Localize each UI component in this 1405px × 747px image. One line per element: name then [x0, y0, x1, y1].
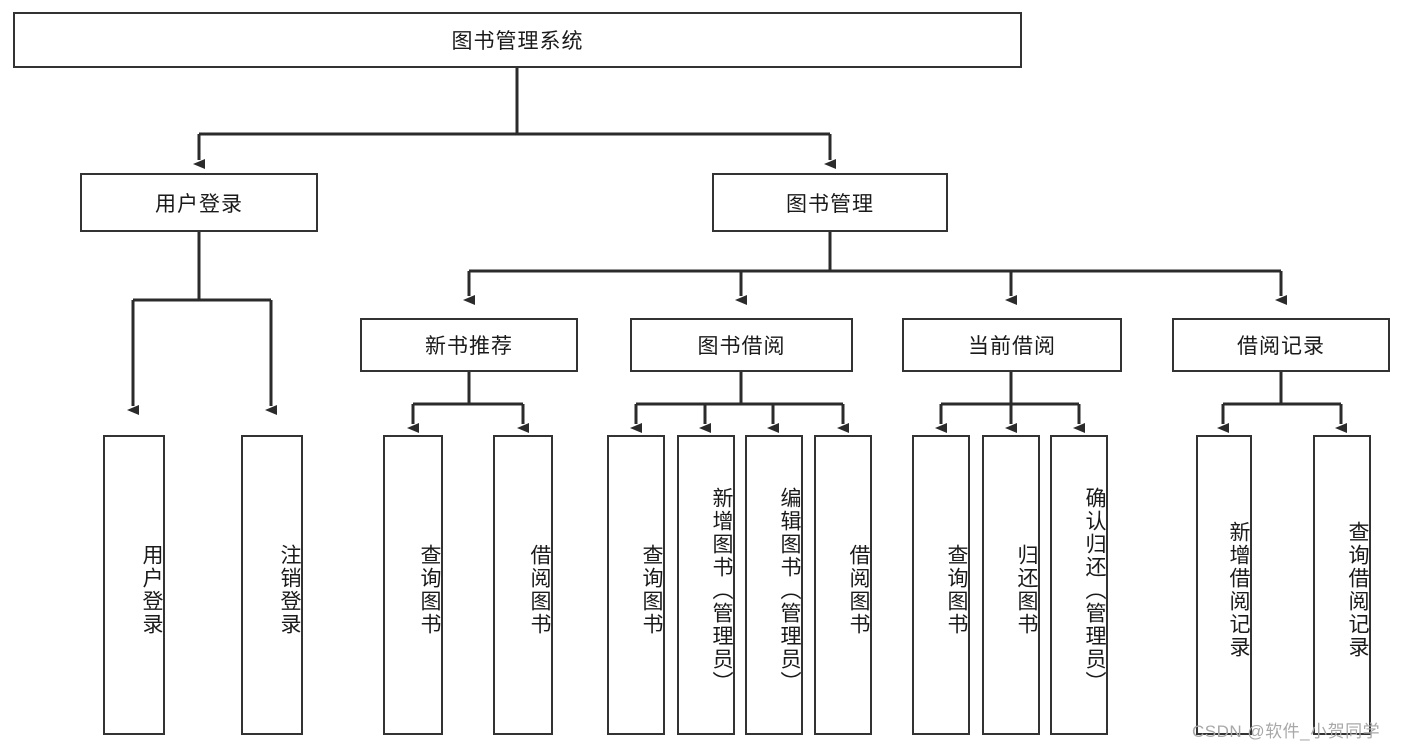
node-leaf-borrow-book-1[interactable]: 借阅图书 [493, 435, 553, 735]
node-root-label: 图书管理系统 [451, 30, 584, 53]
node-root[interactable]: 图书管理系统 [13, 12, 1022, 68]
node-borrow-record[interactable]: 借阅记录 [1172, 318, 1390, 372]
node-leaf-query-record-label: 查询借阅记录 [1346, 521, 1369, 659]
node-leaf-confirm-return[interactable]: 确认归还（管理员） [1050, 435, 1108, 735]
node-leaf-query-book-2-label: 查询图书 [640, 544, 663, 636]
node-borrow-record-label: 借阅记录 [1237, 335, 1325, 358]
node-leaf-logout-login[interactable]: 注销登录 [241, 435, 303, 735]
node-leaf-borrow-book-2[interactable]: 借阅图书 [814, 435, 872, 735]
node-leaf-return-book-label: 归还图书 [1015, 544, 1038, 636]
node-leaf-query-record[interactable]: 查询借阅记录 [1313, 435, 1371, 735]
node-leaf-add-record-label: 新增借阅记录 [1227, 521, 1250, 659]
node-leaf-edit-book-label: 编辑图书（管理员） [778, 486, 801, 694]
node-leaf-borrow-book-1-label: 借阅图书 [528, 544, 551, 636]
node-leaf-query-book-3-label: 查询图书 [945, 544, 968, 636]
node-leaf-query-book-2[interactable]: 查询图书 [607, 435, 665, 735]
node-book-borrow-label: 图书借阅 [697, 335, 786, 358]
node-leaf-edit-book[interactable]: 编辑图书（管理员） [745, 435, 803, 735]
node-new-book-recommend[interactable]: 新书推荐 [360, 318, 578, 372]
node-leaf-user-login-label: 用户登录 [140, 544, 163, 636]
node-book-management-label: 图书管理 [786, 192, 874, 216]
node-leaf-user-login[interactable]: 用户登录 [103, 435, 165, 735]
node-user-login[interactable]: 用户登录 [80, 173, 318, 232]
node-leaf-borrow-book-2-label: 借阅图书 [847, 544, 870, 636]
node-leaf-return-book[interactable]: 归还图书 [982, 435, 1040, 735]
node-leaf-add-book[interactable]: 新增图书（管理员） [677, 435, 735, 735]
node-leaf-confirm-return-label: 确认归还（管理员） [1083, 486, 1106, 694]
node-leaf-query-book-1-label: 查询图书 [418, 544, 441, 636]
node-user-login-label: 用户登录 [155, 192, 243, 216]
node-current-borrow[interactable]: 当前借阅 [902, 318, 1122, 372]
node-leaf-query-book-3[interactable]: 查询图书 [912, 435, 970, 735]
node-new-book-recommend-label: 新书推荐 [425, 335, 513, 358]
node-current-borrow-label: 当前借阅 [968, 335, 1056, 358]
node-leaf-add-record[interactable]: 新增借阅记录 [1196, 435, 1252, 735]
node-leaf-add-book-label: 新增图书（管理员） [710, 486, 733, 694]
csdn-watermark: CSDN @软件_小贺同学 [1192, 722, 1381, 741]
node-leaf-query-book-1[interactable]: 查询图书 [383, 435, 443, 735]
node-book-borrow[interactable]: 图书借阅 [630, 318, 853, 372]
node-leaf-logout-login-label: 注销登录 [278, 544, 301, 636]
node-book-management[interactable]: 图书管理 [712, 173, 948, 232]
